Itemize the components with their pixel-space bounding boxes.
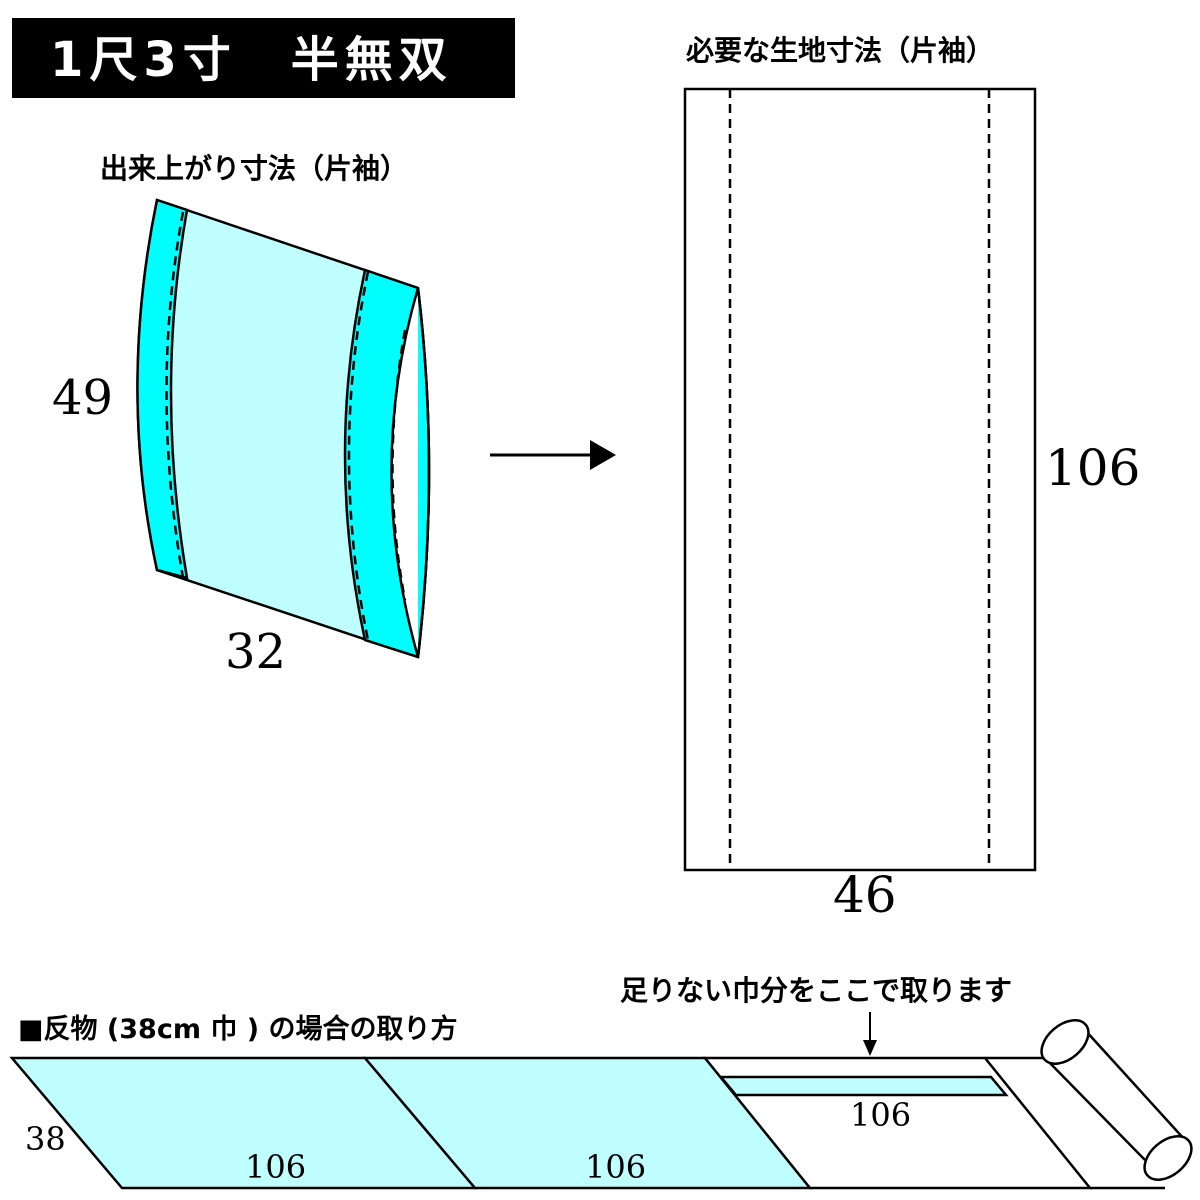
fabric-rectangle <box>683 87 1037 872</box>
arrow-down-icon <box>863 1012 877 1056</box>
bolt-extra-strip <box>718 1075 1009 1097</box>
bolt-width-label: 38 <box>25 1120 66 1158</box>
bolt-drawing <box>9 1019 1193 1190</box>
fabric-width-label: 46 <box>833 866 897 924</box>
fabric-heading: 必要な生地寸法（片袖） <box>686 34 994 67</box>
arrow-right-icon <box>490 440 616 470</box>
bolt-note: 足りない巾分をここで取ります <box>620 974 1012 1007</box>
bolt-piece-1-label: 106 <box>245 1148 306 1186</box>
bolt-piece-3-label: 106 <box>850 1096 911 1134</box>
finished-height-label: 49 <box>52 370 113 426</box>
bolt-roll <box>1040 1019 1193 1181</box>
finished-heading: 出来上がり寸法（片袖） <box>100 152 408 185</box>
fabric-length-label: 106 <box>1045 439 1140 497</box>
finished-width-label: 32 <box>225 624 286 680</box>
left-band <box>136 198 189 580</box>
title-box <box>12 18 515 98</box>
bolt-heading: ■反物 (38cm 巾 ) の場合の取り方 <box>18 1013 458 1045</box>
finished-sleeve-drawing <box>136 198 431 659</box>
title: 1尺3寸 半無双 <box>50 32 453 88</box>
bolt-piece-2-label: 106 <box>585 1148 646 1186</box>
